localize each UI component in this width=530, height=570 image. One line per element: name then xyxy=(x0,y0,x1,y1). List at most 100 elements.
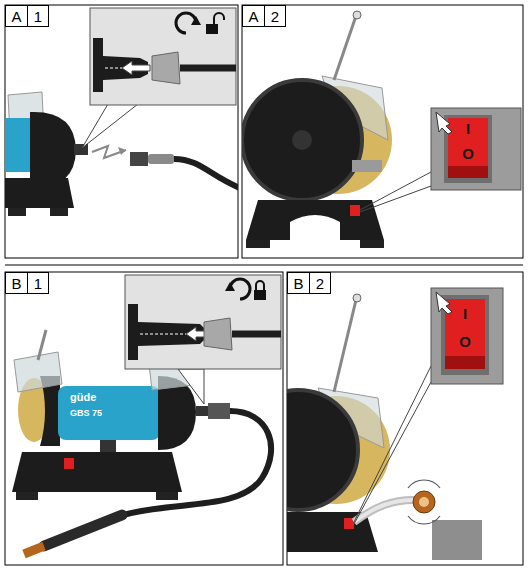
motor-housing xyxy=(58,386,160,440)
panel-a1-art xyxy=(5,8,238,216)
rocker-switch xyxy=(448,166,488,178)
flex-shaft-connector xyxy=(208,403,230,419)
polishing-brush xyxy=(419,497,429,507)
flex-shaft-nut xyxy=(130,152,148,166)
panel-b1-art xyxy=(12,275,281,554)
rocker-switch xyxy=(445,299,485,369)
foot xyxy=(8,208,26,216)
shield-arm xyxy=(334,16,356,80)
callout-pointer xyxy=(178,369,204,404)
stand xyxy=(100,440,116,452)
leader-line xyxy=(360,186,431,212)
flex-shaft-cable xyxy=(174,159,238,188)
switch-off-symbol: O xyxy=(459,334,471,349)
tool-rest xyxy=(352,160,382,172)
panel-label-box: 1 xyxy=(27,272,49,294)
detail-inset xyxy=(90,8,236,105)
rocker-switch xyxy=(445,356,485,369)
flex-shaft-cable xyxy=(120,411,271,516)
brand-logo: güde xyxy=(70,392,96,403)
foot xyxy=(246,240,270,248)
wheel-housing xyxy=(30,112,76,188)
motion-lines xyxy=(408,516,440,524)
flex-shaft-cable xyxy=(180,65,236,72)
detail-inset xyxy=(125,275,281,369)
base-cutout xyxy=(290,215,340,240)
shield-knob xyxy=(353,11,361,19)
foot xyxy=(360,240,384,248)
unlock-icon xyxy=(206,24,218,34)
base xyxy=(12,452,182,492)
foot xyxy=(16,492,38,500)
panel-frame xyxy=(5,272,283,565)
press-arrow xyxy=(436,112,452,134)
workpiece xyxy=(432,520,482,560)
unlock-icon xyxy=(214,13,224,24)
separator-line xyxy=(5,265,523,266)
rotate-ccw-arrow xyxy=(191,16,201,25)
power-switch xyxy=(64,458,74,469)
panel-a2-art xyxy=(242,11,521,248)
flex-shaft-connector xyxy=(148,154,174,164)
panel-frame xyxy=(5,5,238,258)
mounting-plate xyxy=(128,304,138,360)
connect-arrow xyxy=(118,147,126,155)
panel-label-box: 2 xyxy=(264,5,286,27)
shield-arm xyxy=(38,330,46,360)
connect-arrow xyxy=(92,146,126,158)
panel-label: 2 xyxy=(316,276,324,291)
lock-icon xyxy=(254,290,266,300)
switch-on-symbol: I xyxy=(463,306,467,321)
panel-label-box: B xyxy=(287,272,310,294)
flex-shaft-nut xyxy=(152,52,180,84)
panel-label: B xyxy=(11,276,21,291)
panel-label: 2 xyxy=(271,9,279,24)
detail-inset xyxy=(431,108,521,190)
panel-label: 1 xyxy=(34,9,42,24)
polishing-brush xyxy=(413,491,435,513)
model-name: GBS 75 xyxy=(70,409,102,418)
grinding-bit xyxy=(24,546,44,554)
flex-shaft-cable xyxy=(232,331,281,338)
handpiece xyxy=(44,515,122,546)
switch-frame xyxy=(441,295,489,375)
panel-label: A xyxy=(248,9,258,24)
hub xyxy=(292,130,312,150)
wheel-housing xyxy=(287,390,358,510)
flex-shaft-nut xyxy=(204,318,232,350)
panel-label-box: A xyxy=(5,5,28,27)
rotate-cw-arrow xyxy=(225,282,235,291)
leader-line xyxy=(360,172,431,210)
shaft xyxy=(196,406,208,416)
base xyxy=(5,178,74,208)
switch-frame xyxy=(444,115,492,183)
panel-label-box: 2 xyxy=(309,272,331,294)
push-arrow xyxy=(122,61,150,75)
panel-label-box: B xyxy=(5,272,28,294)
switch-off-symbol: O xyxy=(462,146,474,161)
panel-label: B xyxy=(293,276,303,291)
leader-line xyxy=(354,366,431,522)
foot xyxy=(50,208,68,216)
power-switch xyxy=(350,205,360,216)
mounting-plate xyxy=(93,38,103,92)
base xyxy=(246,200,384,240)
panel-b2-art xyxy=(287,288,503,560)
press-arrow xyxy=(436,292,452,314)
switch-on-symbol: I xyxy=(466,121,470,136)
lock-icon xyxy=(256,281,264,290)
panel-label: 1 xyxy=(34,276,42,291)
shaft xyxy=(74,144,88,155)
panel-label-box: A xyxy=(242,5,265,27)
shield-arm xyxy=(334,300,356,392)
foot xyxy=(156,492,178,500)
panel-label: A xyxy=(11,9,21,24)
callout-pointer xyxy=(82,104,138,148)
shield-knob xyxy=(353,294,361,302)
motion-lines xyxy=(408,480,440,488)
wheel-housing xyxy=(242,80,362,200)
detail-inset xyxy=(431,288,503,384)
leader-line xyxy=(354,382,431,524)
